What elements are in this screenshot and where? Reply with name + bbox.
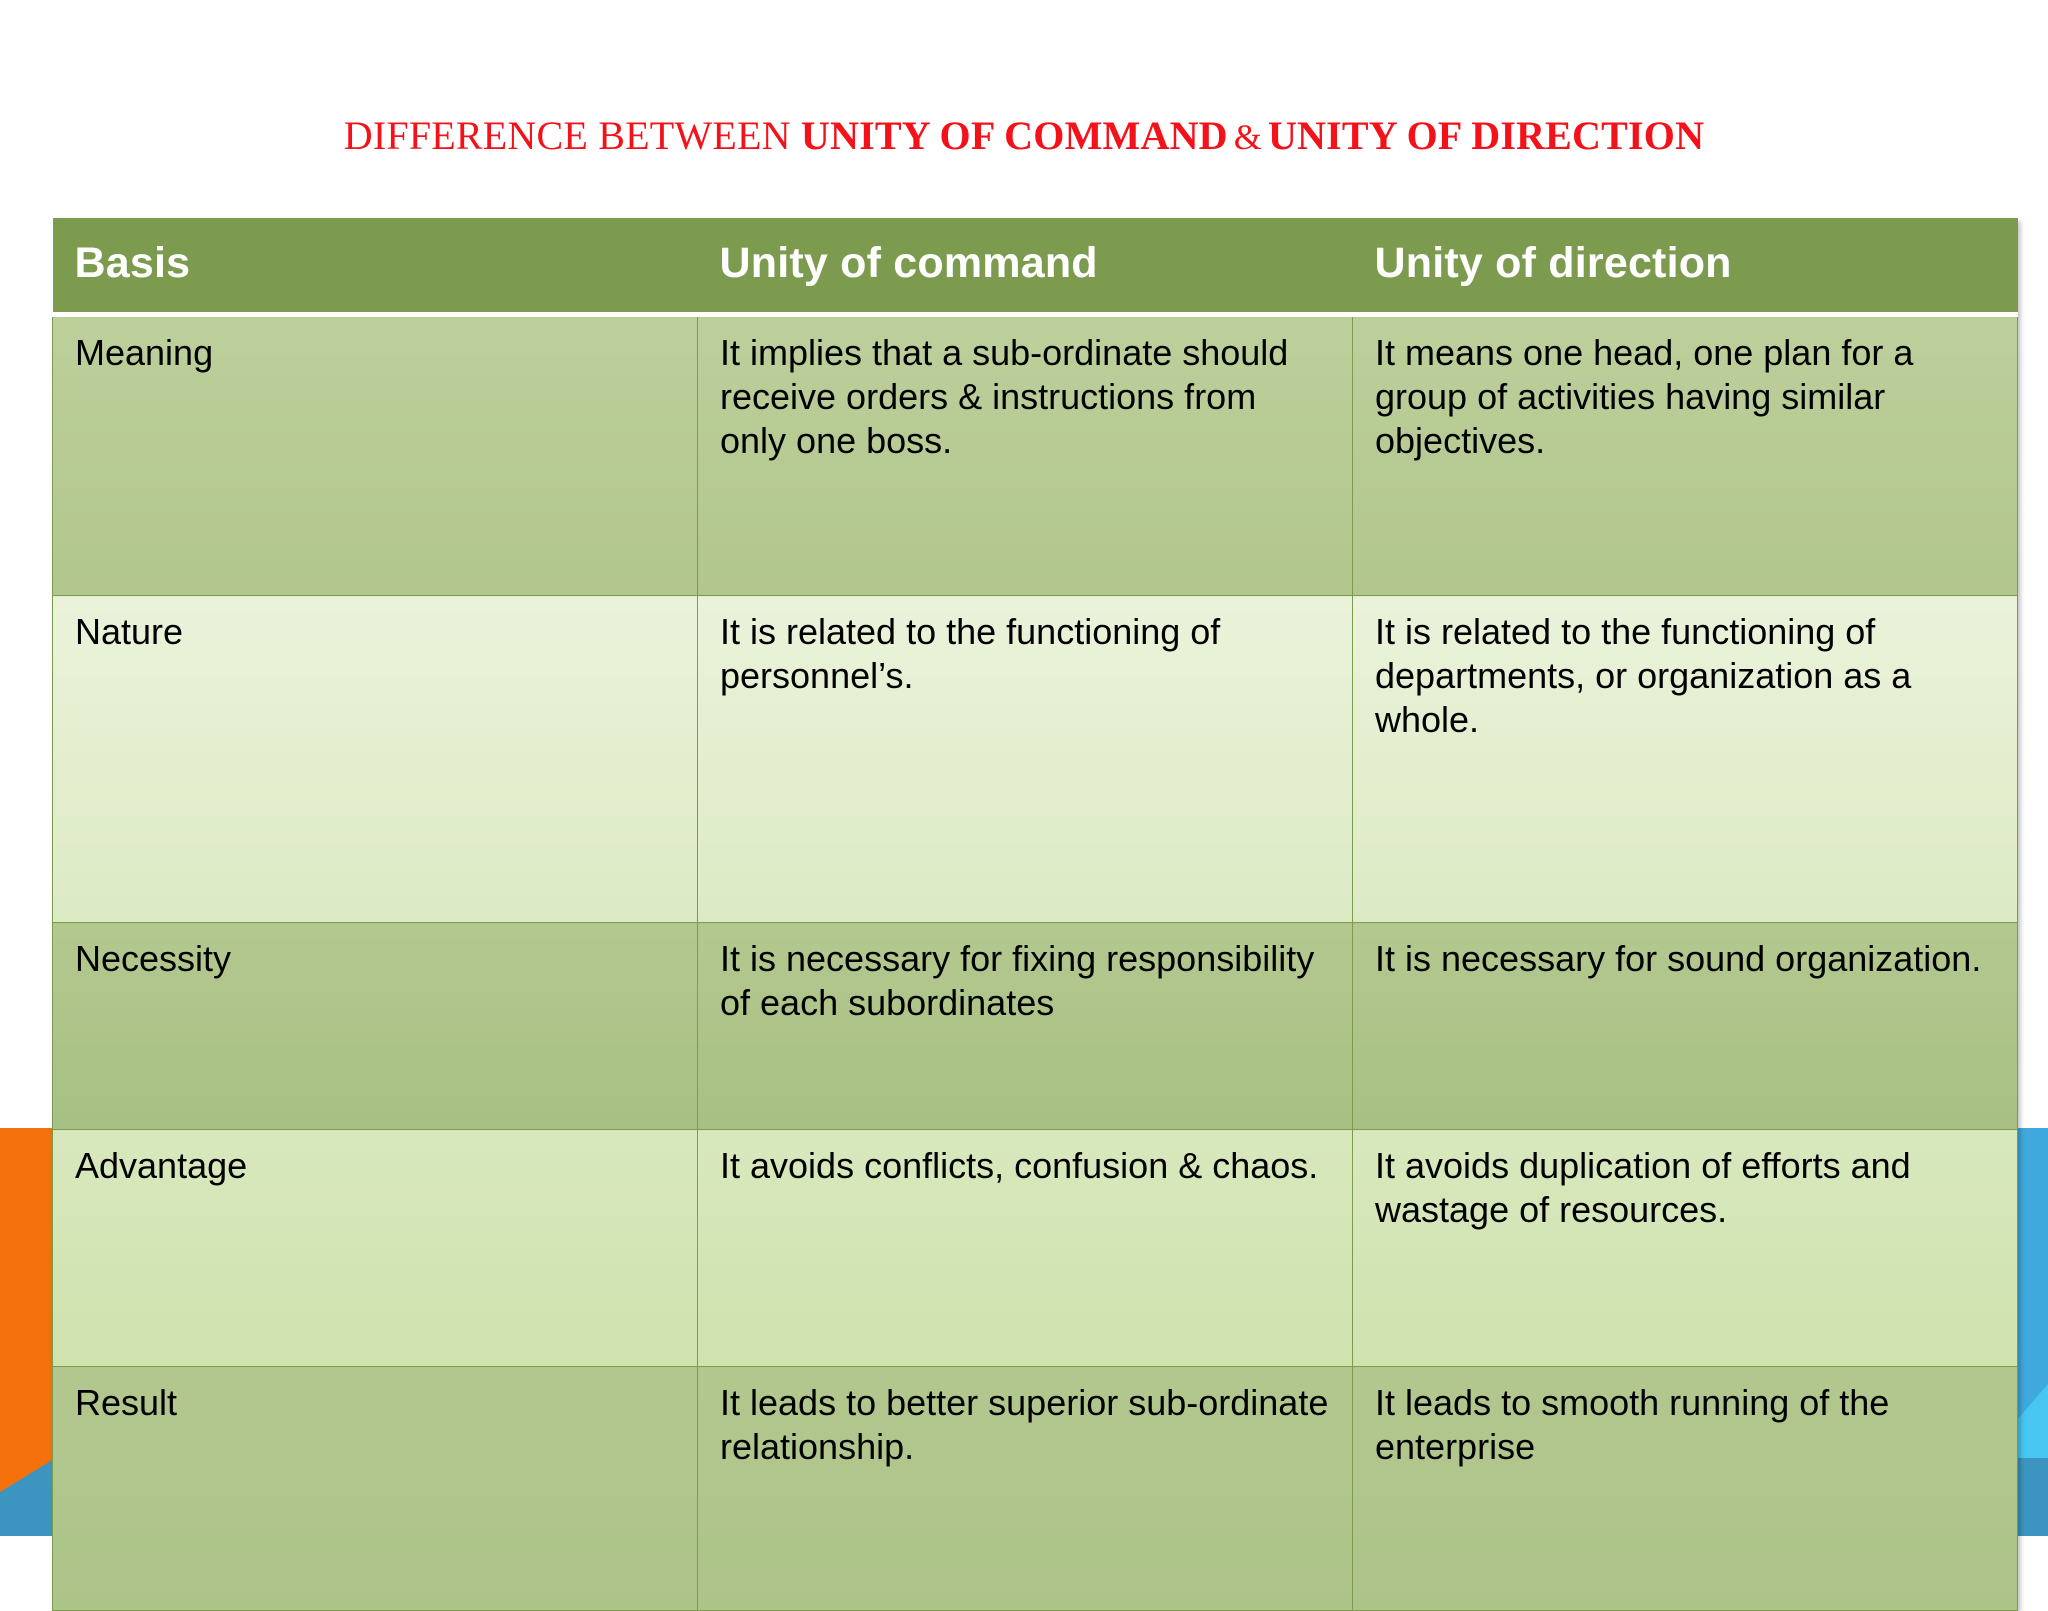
- cell-unity-of-command: It implies that a sub-ordinate should re…: [697, 314, 1353, 596]
- decoration-orange-left-block: [0, 1128, 62, 1478]
- cell-basis: Advantage: [52, 1129, 698, 1367]
- title-term-unity-of-direction: UNITY OF DIRECTION: [1267, 113, 1705, 158]
- cell-unity-of-command: It leads to better superior sub-ordinate…: [697, 1366, 1353, 1611]
- table-row: Nature It is related to the functioning …: [52, 595, 2018, 923]
- comparison-table-container: Basis Unity of command Unity of directio…: [52, 218, 2018, 1611]
- cell-basis: Necessity: [52, 922, 698, 1130]
- comparison-table: Basis Unity of command Unity of directio…: [52, 218, 2018, 1611]
- table-body: Meaning It implies that a sub-ordinate s…: [52, 314, 2018, 1611]
- cell-unity-of-direction: It means one head, one plan for a group …: [1352, 314, 2018, 596]
- cell-unity-of-command: It is necessary for fixing responsibilit…: [697, 922, 1353, 1130]
- column-header-unity-of-command: Unity of command: [697, 218, 1353, 317]
- cell-basis: Result: [52, 1366, 698, 1611]
- table-row: Meaning It implies that a sub-ordinate s…: [52, 314, 2018, 596]
- title-lead-text: DIFFERENCE BETWEEN: [343, 113, 801, 158]
- cell-unity-of-command: It is related to the functioning of pers…: [697, 595, 1353, 923]
- table-header-row: Basis Unity of command Unity of directio…: [52, 218, 2018, 317]
- column-header-unity-of-direction: Unity of direction: [1352, 218, 2018, 317]
- table-row: Necessity It is necessary for fixing res…: [52, 922, 2018, 1130]
- title-ampersand: &: [1233, 117, 1262, 157]
- cell-basis: Meaning: [52, 314, 698, 596]
- cell-basis: Nature: [52, 595, 698, 923]
- cell-unity-of-direction: It avoids duplication of efforts and was…: [1352, 1129, 2018, 1367]
- cell-unity-of-direction: It leads to smooth running of the enterp…: [1352, 1366, 2018, 1611]
- slide-title: DIFFERENCE BETWEEN UNITY OF COMMAND&UNIT…: [0, 112, 2048, 159]
- column-header-basis: Basis: [52, 218, 698, 317]
- title-term-unity-of-command: UNITY OF COMMAND: [800, 113, 1228, 158]
- table-header: Basis Unity of command Unity of directio…: [52, 218, 2018, 317]
- cell-unity-of-direction: It is necessary for sound organization.: [1352, 922, 2018, 1130]
- cell-unity-of-command: It avoids conflicts, confusion & chaos.: [697, 1129, 1353, 1367]
- table-row: Advantage It avoids conflicts, confusion…: [52, 1129, 2018, 1367]
- table-row: Result It leads to better superior sub-o…: [52, 1366, 2018, 1611]
- cell-unity-of-direction: It is related to the functioning of depa…: [1352, 595, 2018, 923]
